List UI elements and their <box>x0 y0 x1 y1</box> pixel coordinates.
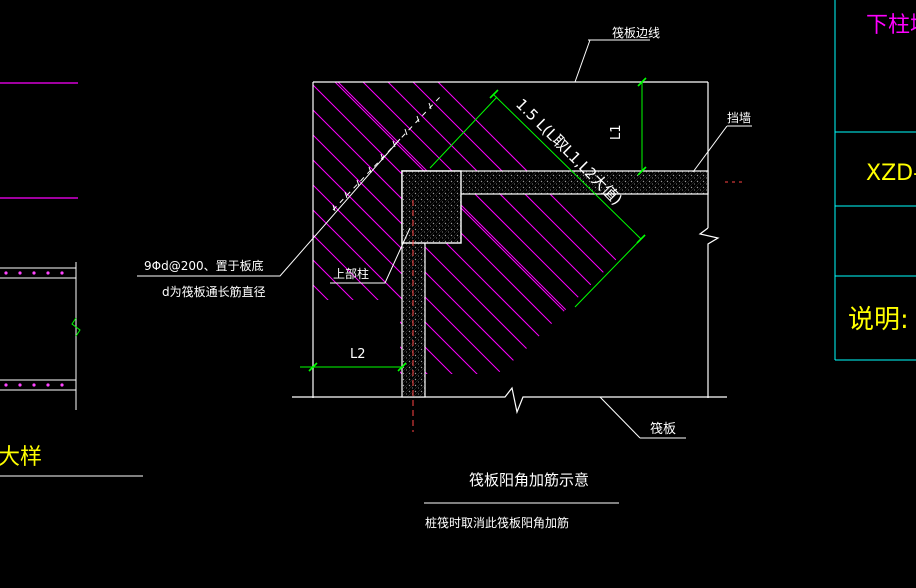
drawing-title: 筏板阳角加筋示意 <box>469 471 589 489</box>
dim-diag-ext-2 <box>574 234 646 308</box>
label-retaining-wall: 挡墙 <box>727 111 751 125</box>
title-block: 下柱墩 XZD- 说明: <box>834 0 916 361</box>
raft-break-bottom <box>292 386 727 415</box>
drawing-note: 桩筏时取消此筏板阳角加筋 <box>425 515 569 530</box>
dim-l1-tick-1 <box>637 77 647 87</box>
label-dim-l1: L1 <box>609 124 624 140</box>
upper-column <box>401 170 462 244</box>
title-block-top-text: 下柱墩 <box>866 13 916 38</box>
leader-column <box>330 227 411 284</box>
dim-l1-tick-2 <box>637 166 647 176</box>
dim-l2-tick-1 <box>308 362 318 372</box>
label-raft: 筏板 <box>650 421 676 437</box>
leader-wall <box>692 125 728 173</box>
label-raft-edge: 筏板边线 <box>612 26 660 40</box>
corner-rebar-ticks <box>332 102 432 212</box>
leader-raft-edge <box>574 39 591 83</box>
label-rebar-note: d为筏板通长筋直径 <box>162 284 266 299</box>
dim-diag-ext-1 <box>429 96 498 169</box>
title-block-code: XZD- <box>866 161 916 186</box>
left-break-mark <box>71 317 81 337</box>
label-upper-column: 上部柱 <box>333 266 369 281</box>
leader-rebar <box>137 138 401 277</box>
label-dim-l2: L2 <box>350 347 366 362</box>
left-detail-panel: 大样 <box>0 82 143 477</box>
dim-l2-tick-2 <box>397 362 407 372</box>
dim-diag-tick-2 <box>636 234 646 244</box>
dim-diag-tick-1 <box>489 89 499 99</box>
raft-break-right <box>698 227 720 398</box>
raft-corner-detail: 筏板边线 挡墙 L1 1.5 L(L取L1,L2大值) 9Φd@200、置于板底… <box>137 26 752 530</box>
left-rebar-dots <box>4 271 64 387</box>
left-partial-title: 大样 <box>0 445 42 470</box>
leader-raft <box>599 396 641 439</box>
label-rebar-spec: 9Φd@200、置于板底 <box>144 258 264 273</box>
title-block-note-label: 说明: <box>848 305 909 335</box>
dim-diag-line <box>492 93 642 240</box>
